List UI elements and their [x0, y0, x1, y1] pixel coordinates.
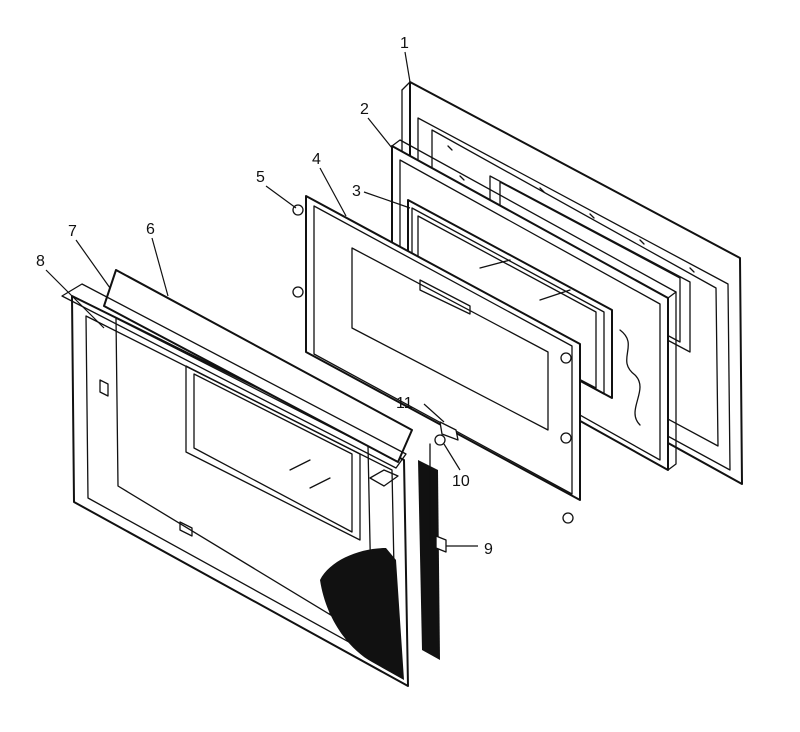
callout-6: 6 — [146, 221, 169, 297]
part-9-10-11-hardware — [429, 421, 459, 553]
door-edge-shading — [418, 460, 440, 660]
callout-label-7: 7 — [68, 223, 77, 240]
part-front-door-frame — [61, 269, 440, 687]
callout-8: 8 — [36, 253, 105, 329]
callout-2: 2 — [360, 101, 393, 149]
callout-label-3: 3 — [352, 183, 361, 200]
callout-11: 11 — [396, 395, 445, 423]
callout-label-6: 6 — [146, 221, 155, 238]
callout-label-5: 5 — [256, 169, 265, 186]
callout-9: 9 — [446, 541, 493, 558]
callout-4: 4 — [312, 151, 347, 217]
callout-label-10: 10 — [452, 473, 470, 490]
callout-7: 7 — [68, 223, 111, 289]
callout-label-1: 1 — [400, 35, 409, 52]
part-4-inner-door-panel — [292, 195, 581, 524]
callout-label-4: 4 — [312, 151, 321, 168]
callout-3: 3 — [352, 183, 411, 209]
callout-10: 10 — [443, 443, 470, 490]
callout-5: 5 — [256, 169, 297, 209]
callout-label-2: 2 — [360, 101, 369, 118]
callout-label-11: 11 — [396, 395, 413, 412]
callout-label-9: 9 — [484, 541, 493, 558]
callout-label-8: 8 — [36, 253, 45, 270]
shaded-area — [320, 548, 404, 680]
callout-1: 1 — [400, 35, 411, 83]
